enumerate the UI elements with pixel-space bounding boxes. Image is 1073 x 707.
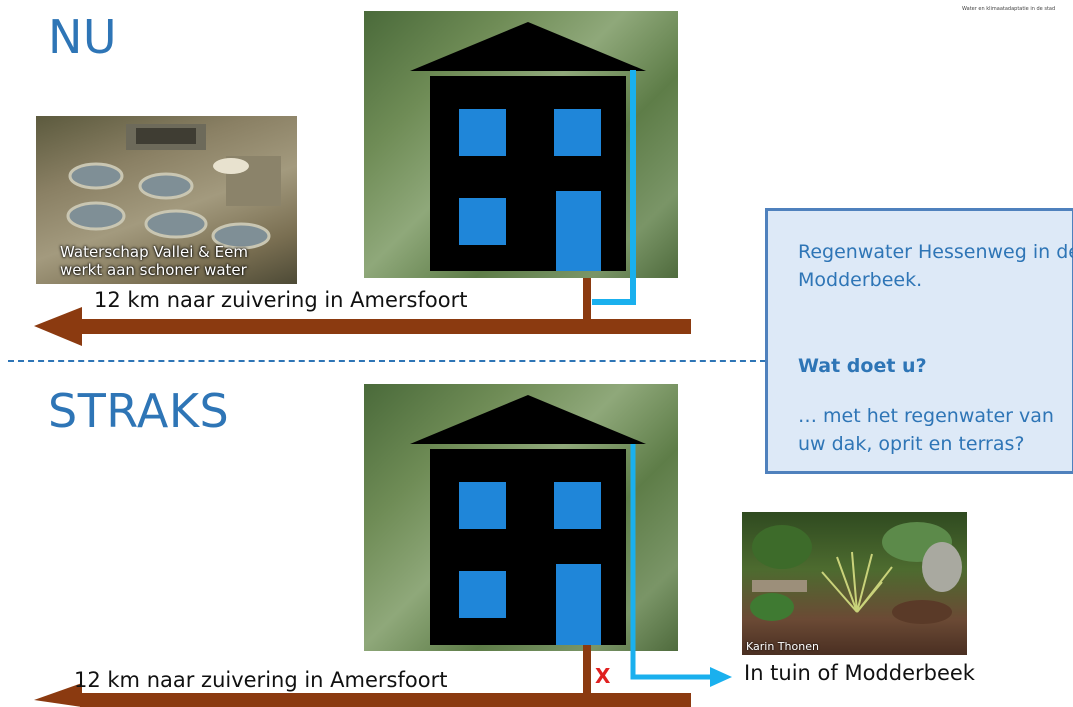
divider-line <box>8 360 766 362</box>
house-door <box>556 564 601 645</box>
house-body-now <box>430 76 626 271</box>
house-door <box>556 191 601 271</box>
sewer-label-now: 12 km naar zuivering in Amersfoort <box>94 288 468 312</box>
heading-now: NU <box>48 10 118 64</box>
garden-label: In tuin of Modderbeek <box>744 661 975 685</box>
treatment-caption-line2: werkt aan schoner water <box>60 261 247 279</box>
house-roof-later <box>410 395 646 444</box>
treatment-plant-photo: Waterschap Vallei & Eem werkt aan schone… <box>36 116 297 284</box>
house-body-later <box>430 449 626 645</box>
top-note: Water en klimaatadaptatie in de stad <box>962 6 1056 12</box>
info-callout: Regenwater Hessenweg in de Modderbeek. W… <box>765 208 1073 474</box>
house-window <box>459 571 506 618</box>
house-window <box>554 109 601 156</box>
house-window <box>554 482 601 529</box>
blocked-mark: X <box>595 664 611 688</box>
house-window <box>459 109 506 156</box>
garden-photo: Karin Thonen <box>742 512 967 655</box>
house-window <box>459 482 506 529</box>
treatment-caption-line1: Waterschap Vallei & Eem <box>60 243 248 261</box>
garden-photo-credit: Karin Thonen <box>746 640 819 653</box>
sewer-diagram-later <box>34 444 732 707</box>
callout-question: Wat doet u? <box>798 355 927 377</box>
callout-intro: Regenwater Hessenweg in de Modderbeek. <box>798 241 1073 291</box>
house-window <box>459 198 506 245</box>
sewer-diagram-now <box>34 70 691 346</box>
sewer-label-later: 12 km naar zuivering in Amersfoort <box>74 668 448 692</box>
house-roof-now <box>410 22 646 71</box>
heading-later: STRAKS <box>48 384 230 438</box>
callout-prompt: … met het regenwater van uw dak, oprit e… <box>798 405 1054 455</box>
